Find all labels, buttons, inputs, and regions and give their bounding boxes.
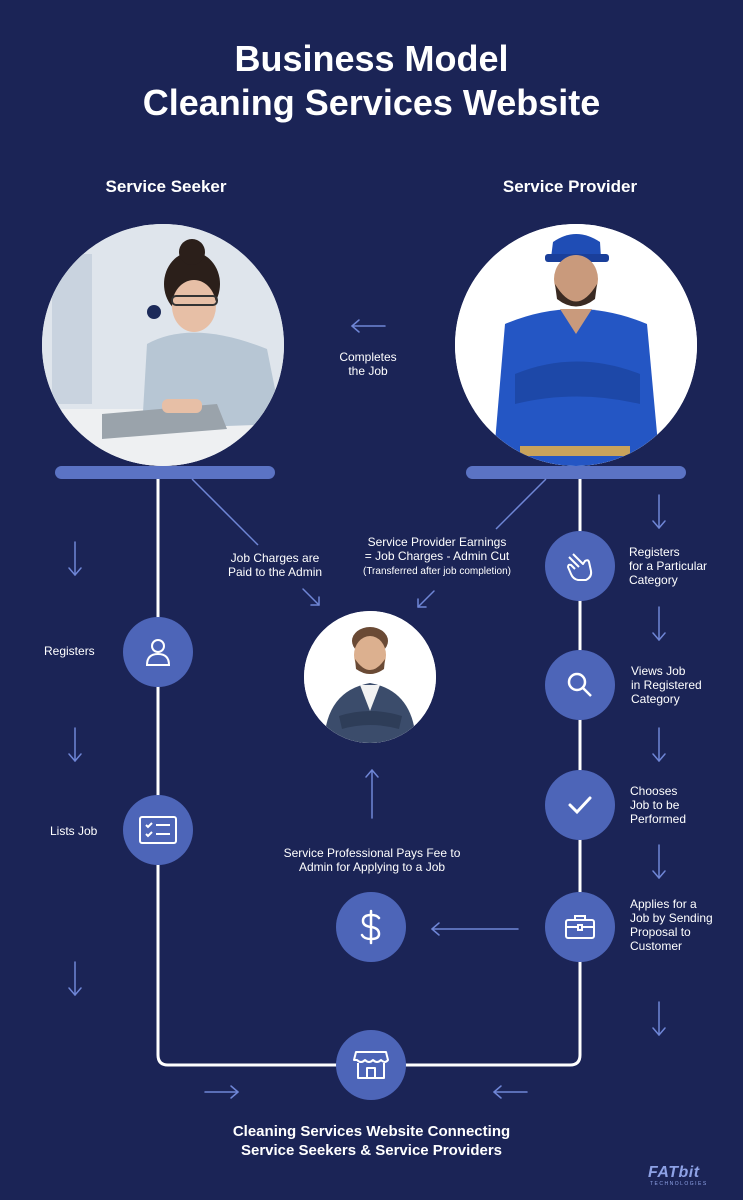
fatbit-logo: FATbit <box>648 1164 700 1181</box>
registers-label: Registers <box>44 644 95 658</box>
footer-line1: Cleaning Services Website Connecting <box>232 1123 511 1140</box>
footer-line2: Service Seekers & Service Providers <box>240 1142 502 1159</box>
lists-job-label: Lists Job <box>50 824 98 838</box>
arrow-down-left-3 <box>68 961 82 996</box>
service-seeker-photo <box>42 224 284 466</box>
registers-node <box>123 617 193 687</box>
connector-provider-to-admin <box>495 478 547 530</box>
applies-job-label: Applies for a Job by Sending Proposal to… <box>630 897 713 953</box>
provider-earnings-note: (Transferred after job completion) <box>362 566 512 577</box>
user-icon <box>145 639 171 666</box>
job-charges-label: Job Charges are Paid to the Admin <box>227 551 323 579</box>
provider-platform-bar <box>466 466 686 479</box>
service-seeker-heading: Service Seeker <box>105 177 227 196</box>
connector-seeker-to-admin <box>191 478 259 546</box>
dollar-icon <box>360 909 381 945</box>
platform-node <box>336 1030 406 1100</box>
arrow-down-right-5 <box>652 1001 666 1036</box>
fee-node <box>336 892 406 962</box>
views-job-label: Views Job in Registered Category <box>631 664 702 706</box>
checkmark-icon <box>568 796 592 815</box>
admin-photo <box>304 611 436 743</box>
service-provider-heading: Service Provider <box>502 177 638 196</box>
footer-caption: Cleaning Services Website Connecting Ser… <box>0 1122 743 1160</box>
briefcase-icon <box>565 915 595 939</box>
checklist-icon <box>139 816 177 844</box>
storefront-icon <box>353 1051 389 1079</box>
chooses-job-label: Chooses Job to be Performed <box>630 784 687 826</box>
arrow-down-right-3 <box>652 727 666 762</box>
arrow-down-right-1 <box>652 494 666 529</box>
arrow-to-admin-right <box>417 590 435 608</box>
arrow-down-left-1 <box>68 541 82 576</box>
search-icon <box>567 672 592 697</box>
arrow-bottom-left <box>204 1085 239 1099</box>
arrow-completes-job <box>351 319 386 333</box>
pays-fee-label: Service Professional Pays Fee to Admin f… <box>283 846 461 874</box>
seeker-platform-bar <box>55 466 275 479</box>
arrow-up-to-admin <box>365 769 379 819</box>
chooses-job-node <box>545 770 615 840</box>
applies-job-node <box>545 892 615 962</box>
arrow-down-left-2 <box>68 727 82 762</box>
provider-earnings-label: Service Provider Earnings = Job Charges … <box>364 535 510 563</box>
hand-pointer-icon <box>567 553 593 581</box>
completes-job-label: Completes the Job <box>339 350 397 378</box>
arrow-to-fee <box>431 922 519 936</box>
service-provider-photo <box>455 224 697 466</box>
arrow-to-admin-left <box>302 588 320 606</box>
arrow-bottom-right <box>493 1085 528 1099</box>
arrow-down-right-4 <box>652 844 666 879</box>
fatbit-logo-subtitle: TECHNOLOGIES <box>650 1181 708 1187</box>
page-title-line1: Business Model <box>234 38 509 79</box>
registers-category-node <box>545 531 615 601</box>
registers-category-label: Registers for a Particular Category <box>629 545 708 587</box>
lists-job-node <box>123 795 193 865</box>
page-title-line2: Cleaning Services Website <box>142 82 601 123</box>
views-job-node <box>545 650 615 720</box>
arrow-down-right-2 <box>652 606 666 641</box>
